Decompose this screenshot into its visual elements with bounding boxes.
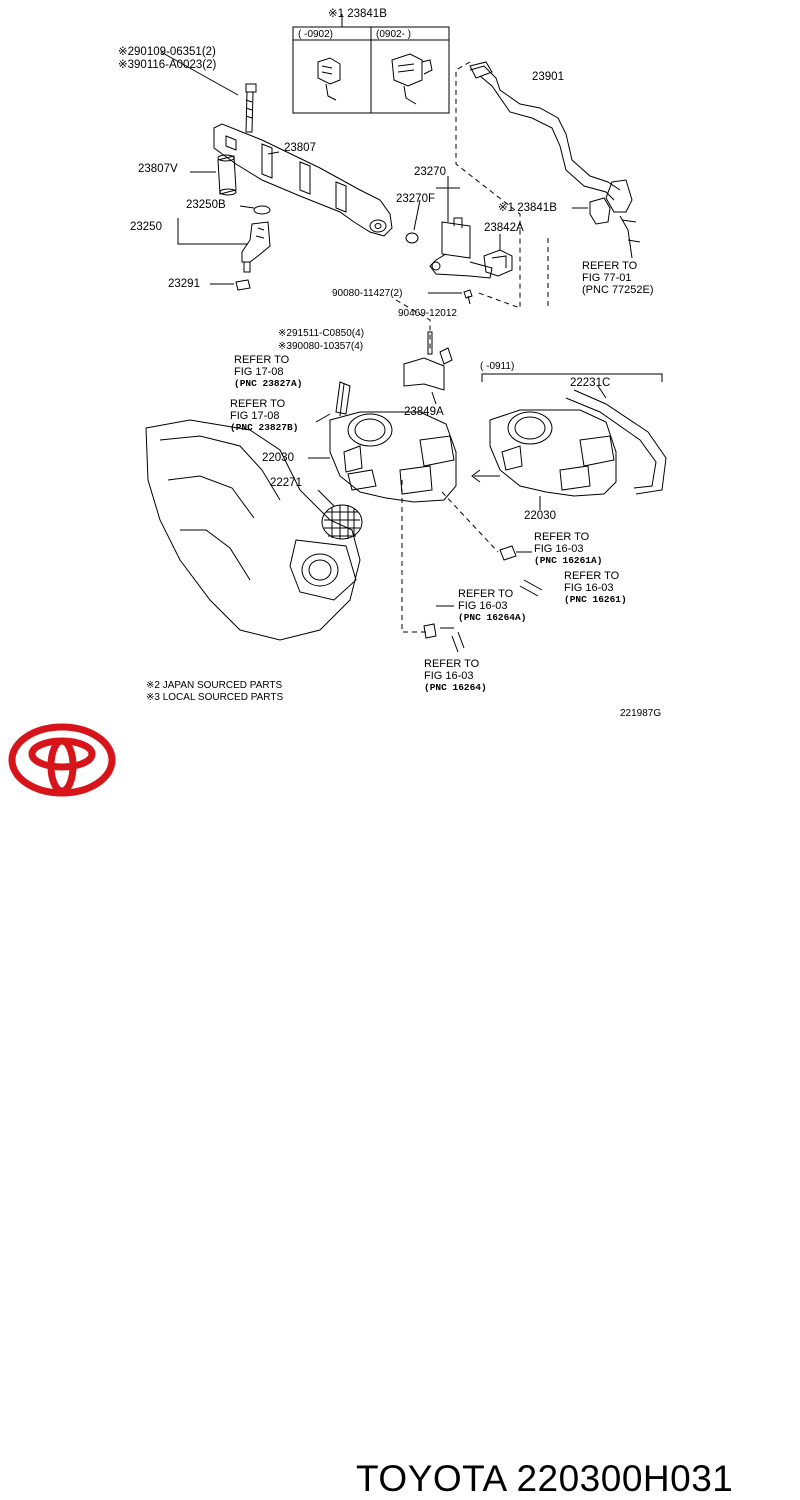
label-23841b-right: ※1 23841B bbox=[498, 202, 557, 214]
throttle-body-right-icon bbox=[489, 409, 617, 510]
o-ring-23270f-icon bbox=[405, 232, 419, 244]
label-23849a: 23849A bbox=[404, 406, 444, 418]
refer-line-3: (PNC 23827B) bbox=[230, 422, 299, 433]
refer-16261a: REFER TO FIG 16-03 (PNC 16261A) bbox=[534, 531, 602, 567]
insulator-icon bbox=[190, 154, 237, 196]
refer-line-1: REFER TO bbox=[234, 354, 290, 366]
label-91511: ※291511-C0850(4) bbox=[278, 328, 365, 339]
gasket-22271-icon bbox=[317, 489, 363, 540]
toyota-logo-icon bbox=[8, 723, 116, 797]
refer-line-3: (PNC 16264) bbox=[424, 682, 487, 693]
label-22030-right: 22030 bbox=[524, 510, 556, 522]
refer-line-3: (PNC 16261A) bbox=[534, 555, 603, 566]
label-range-0911: ( -0911) bbox=[480, 361, 515, 372]
refer-23827a: REFER TO FIG 17-08 (PNC 23827A) bbox=[234, 354, 302, 390]
connector-23841b-icon bbox=[572, 197, 611, 225]
label-range-right: (0902- ) bbox=[376, 29, 412, 40]
label-22271: 22271 bbox=[270, 477, 302, 489]
refer-16264: REFER TO FIG 16-03 (PNC 16264) bbox=[424, 658, 487, 694]
refer-77252e: REFER TO FIG 77-01 (PNC 77252E) bbox=[582, 260, 654, 296]
label-23807: 23807 bbox=[284, 142, 316, 154]
fuel-hose-icon bbox=[469, 61, 641, 259]
label-23842a: 23842A bbox=[484, 222, 524, 234]
clamp-16261a-icon bbox=[499, 545, 532, 561]
hose-16261-icon bbox=[519, 579, 543, 597]
refer-16264a: REFER TO FIG 16-03 (PNC 16264A) bbox=[458, 588, 526, 624]
bracket-23849a-icon bbox=[403, 331, 453, 405]
fuel-delivery-pipe-icon bbox=[213, 123, 393, 237]
label-23270f: 23270F bbox=[396, 193, 436, 205]
o-ring-icon bbox=[253, 205, 271, 215]
refer-line-1: REFER TO bbox=[564, 570, 620, 582]
clip-23842a-icon bbox=[483, 234, 513, 277]
throttle-body-left-icon bbox=[308, 411, 457, 503]
label-23250b: 23250B bbox=[186, 199, 226, 211]
label-23291: 23291 bbox=[168, 278, 200, 290]
intake-manifold-icon bbox=[145, 419, 361, 641]
refer-line-1: REFER TO bbox=[582, 260, 638, 272]
bolt-90109-icon bbox=[160, 51, 257, 133]
seal-23291-icon bbox=[210, 279, 251, 291]
refer-line-2: FIG 16-03 bbox=[424, 670, 474, 682]
diagram-id: 221987G bbox=[620, 708, 662, 719]
refer-line-1: REFER TO bbox=[534, 531, 590, 543]
label-22030-left: 22030 bbox=[262, 452, 294, 464]
refer-line-3: (PNC 23827A) bbox=[234, 378, 303, 389]
label-22231c: 22231C bbox=[570, 377, 611, 389]
refer-line-2: FIG 77-01 bbox=[582, 272, 632, 284]
brand-part-number: TOYOTA 220300H031 bbox=[356, 1458, 734, 1499]
refer-line-1: REFER TO bbox=[424, 658, 480, 670]
label-23250: 23250 bbox=[130, 221, 162, 233]
brand-footer: TOYOTA 220300H031 bbox=[0, 720, 800, 1499]
label-range-left: ( -0902) bbox=[298, 29, 334, 40]
hose-16264-icon bbox=[451, 631, 465, 653]
fuel-injector-icon bbox=[177, 218, 271, 273]
label-90080-10357: ※390080-10357(4) bbox=[278, 341, 364, 352]
connector-icon-left bbox=[317, 57, 341, 101]
refer-line-2: FIG 17-08 bbox=[234, 366, 284, 378]
pressure-regulator-icon bbox=[429, 176, 493, 279]
clamp-16264a-icon bbox=[423, 605, 454, 639]
refer-line-3: (PNC 77252E) bbox=[582, 284, 654, 296]
direction-arrow-icon bbox=[471, 469, 500, 483]
refer-line-2: FIG 16-03 bbox=[534, 543, 584, 555]
label-23270: 23270 bbox=[414, 166, 446, 178]
refer-line-1: REFER TO bbox=[230, 398, 286, 410]
label-23807v: 23807V bbox=[138, 163, 178, 175]
label-90080-11427: 90080-11427(2) bbox=[332, 288, 403, 299]
label-90116: ※390116-A0023(2) bbox=[118, 59, 217, 71]
bolt-90080-icon bbox=[428, 289, 473, 305]
refer-line-3: (PNC 16264A) bbox=[458, 612, 527, 623]
connector-icon-right bbox=[391, 53, 433, 105]
label-23901: 23901 bbox=[532, 71, 564, 83]
refer-line-2: FIG 17-08 bbox=[230, 410, 280, 422]
refer-line-2: FIG 16-03 bbox=[564, 582, 614, 594]
note-local-sourced: ※3 LOCAL SOURCED PARTS bbox=[146, 692, 284, 703]
refer-line-2: FIG 16-03 bbox=[458, 600, 508, 612]
label-23841b-top: ※1 23841B bbox=[328, 8, 387, 20]
refer-line-1: REFER TO bbox=[458, 588, 514, 600]
note-japan-sourced: ※2 JAPAN SOURCED PARTS bbox=[146, 680, 283, 691]
refer-line-3: (PNC 16261) bbox=[564, 594, 627, 605]
hose-22231c-icon bbox=[565, 385, 667, 495]
refer-23827b: REFER TO FIG 17-08 (PNC 23827B) bbox=[230, 398, 298, 434]
label-90109: ※290109-06351(2) bbox=[118, 46, 216, 58]
refer-16261: REFER TO FIG 16-03 (PNC 16261) bbox=[564, 570, 627, 606]
parts-diagram bbox=[145, 14, 667, 653]
label-90469: 90469-12012 bbox=[398, 308, 457, 319]
guide-lines bbox=[395, 61, 549, 633]
